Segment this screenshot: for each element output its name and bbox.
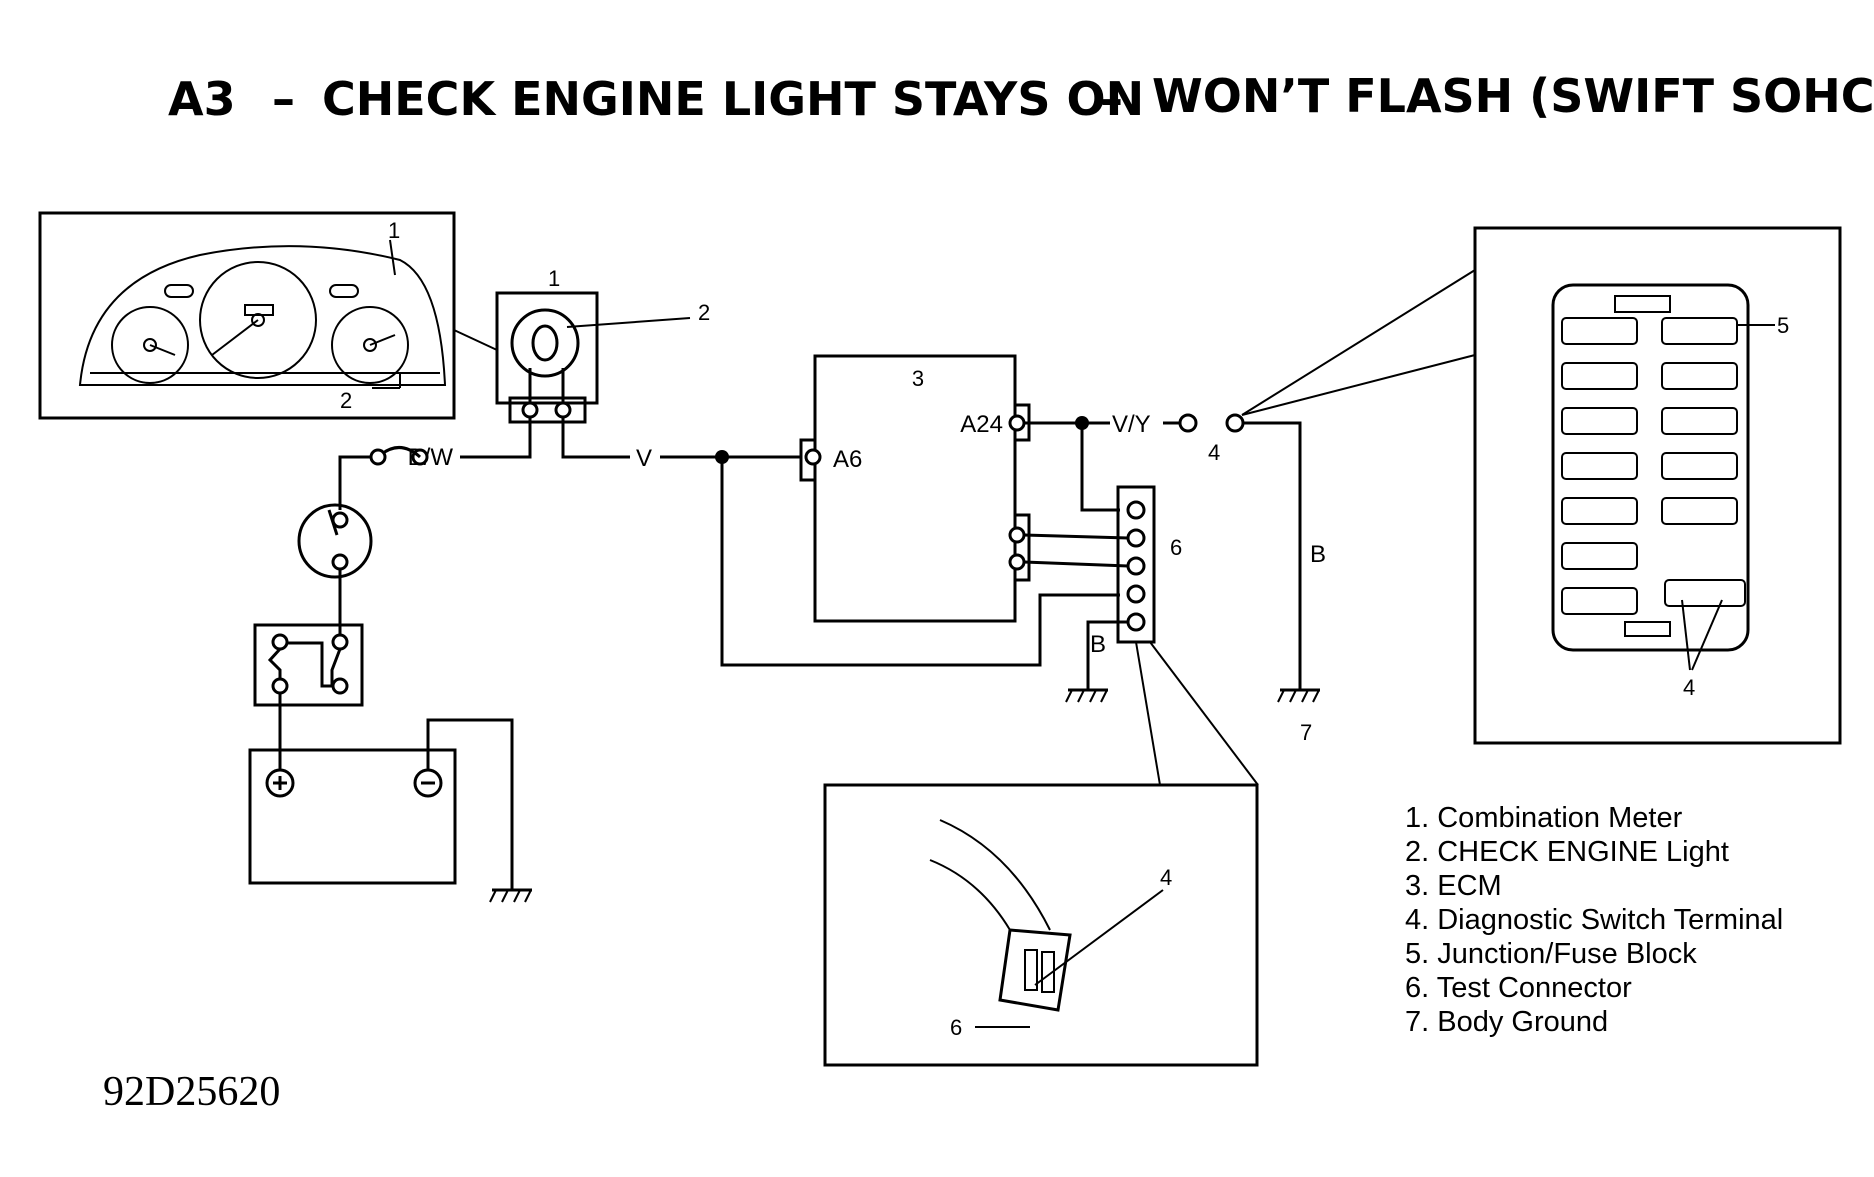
ecm-terminal-a24-label: A24 bbox=[960, 411, 1003, 438]
ecm-box bbox=[813, 354, 1017, 623]
fuse-slots-right bbox=[1661, 317, 1738, 525]
test-connector: 6 B bbox=[1023, 485, 1259, 786]
title-dash-2: – bbox=[1100, 72, 1123, 126]
main-fuse-box bbox=[253, 623, 364, 707]
ecm: 3 A6 A24 bbox=[799, 354, 1031, 623]
legend-item-5: 5. Junction/Fuse Block bbox=[1405, 938, 1697, 970]
meter-cluster-outline bbox=[78, 245, 447, 386]
title-code: A3 bbox=[168, 72, 236, 126]
fuse-block-callout-4: 4 bbox=[1683, 675, 1695, 700]
fuel-gauge-icon bbox=[331, 306, 409, 384]
diag-switch-terminal-b bbox=[1225, 413, 1245, 433]
junction-fuse-block-icon bbox=[1551, 283, 1750, 652]
battery-icon bbox=[248, 748, 457, 885]
legend-item-1: 1. Combination Meter bbox=[1405, 802, 1683, 834]
connector-inset-callout-4: 4 bbox=[1160, 865, 1172, 890]
legend-item-4: 4. Diagnostic Switch Terminal bbox=[1405, 904, 1783, 936]
legend-item-3: 3. ECM bbox=[1405, 870, 1502, 902]
meter-inset-frame bbox=[38, 211, 456, 420]
power-source bbox=[248, 503, 532, 903]
diag-callout-4: 4 bbox=[1208, 440, 1220, 465]
connector-inset-callout-6: 6 bbox=[950, 1015, 962, 1040]
check-engine-light-bulb-icon bbox=[510, 308, 580, 378]
legend-item-7: 7. Body Ground bbox=[1405, 1006, 1608, 1038]
test-connector-inset: 4 6 bbox=[823, 783, 1259, 1067]
wire-vy: V/Y 4 B 7 bbox=[1024, 411, 1326, 745]
title-sub: WON’T FLASH (SWIFT SOHC) bbox=[1152, 69, 1874, 123]
test-connector-plug-icon bbox=[998, 928, 1072, 1012]
light-callout-2: 2 bbox=[698, 300, 710, 325]
fuse-block-inset: 5 4 bbox=[1241, 226, 1842, 745]
wire-vy-label: V/Y bbox=[1112, 411, 1151, 438]
wire-b-left-label: B bbox=[1090, 631, 1106, 658]
ecm-terminal-a6-label: A6 bbox=[833, 446, 862, 473]
wire-v-label: V bbox=[636, 445, 652, 472]
meter-inset-callout-1: 1 bbox=[388, 218, 400, 243]
meter-housing-frame bbox=[495, 291, 599, 405]
diagram-title: A3 – CHECK ENGINE LIGHT STAYS ON – WON’T… bbox=[168, 69, 1874, 126]
ecm-terminal-a24 bbox=[1008, 414, 1026, 432]
diag-switch-terminal-slot bbox=[1664, 579, 1746, 607]
meter-inset-callout-2: 2 bbox=[340, 388, 352, 413]
connector-inset-frame bbox=[823, 783, 1259, 1067]
ecm-callout-3: 3 bbox=[912, 366, 924, 391]
diag-switch-terminal-a bbox=[1178, 413, 1198, 433]
wire-v: V bbox=[561, 417, 1120, 667]
tachometer-gauge-icon bbox=[111, 306, 189, 384]
legend-item-2: 2. CHECK ENGINE Light bbox=[1405, 836, 1729, 868]
ecm-terminal-a6 bbox=[804, 448, 822, 466]
figure-reference-code: 92D25620 bbox=[103, 1069, 280, 1115]
combination-meter-inset: 1 2 bbox=[38, 211, 498, 420]
speedometer-gauge-icon bbox=[199, 261, 317, 379]
test-connector-callout-6: 6 bbox=[1170, 535, 1182, 560]
title-dash-1: – bbox=[272, 72, 295, 126]
legend-item-6: 6. Test Connector bbox=[1405, 972, 1632, 1004]
ignition-switch-icon bbox=[297, 503, 373, 579]
title-main: CHECK ENGINE LIGHT STAYS ON bbox=[322, 72, 1144, 126]
fuse-block-inset-frame bbox=[1473, 226, 1842, 745]
meter-callout-1: 1 bbox=[548, 266, 560, 291]
legend: 1. Combination Meter 2. CHECK ENGINE Lig… bbox=[1405, 802, 1783, 1038]
ground-callout-7: 7 bbox=[1300, 720, 1312, 745]
battery-positive-terminal bbox=[265, 768, 295, 798]
combination-meter-housing: 1 2 bbox=[495, 266, 710, 424]
fuse-slots-left bbox=[1561, 317, 1638, 615]
wire-b-right-label: B bbox=[1310, 541, 1326, 568]
fuse-block-callout-5: 5 bbox=[1777, 313, 1789, 338]
wire-bw: B/W bbox=[338, 417, 532, 510]
